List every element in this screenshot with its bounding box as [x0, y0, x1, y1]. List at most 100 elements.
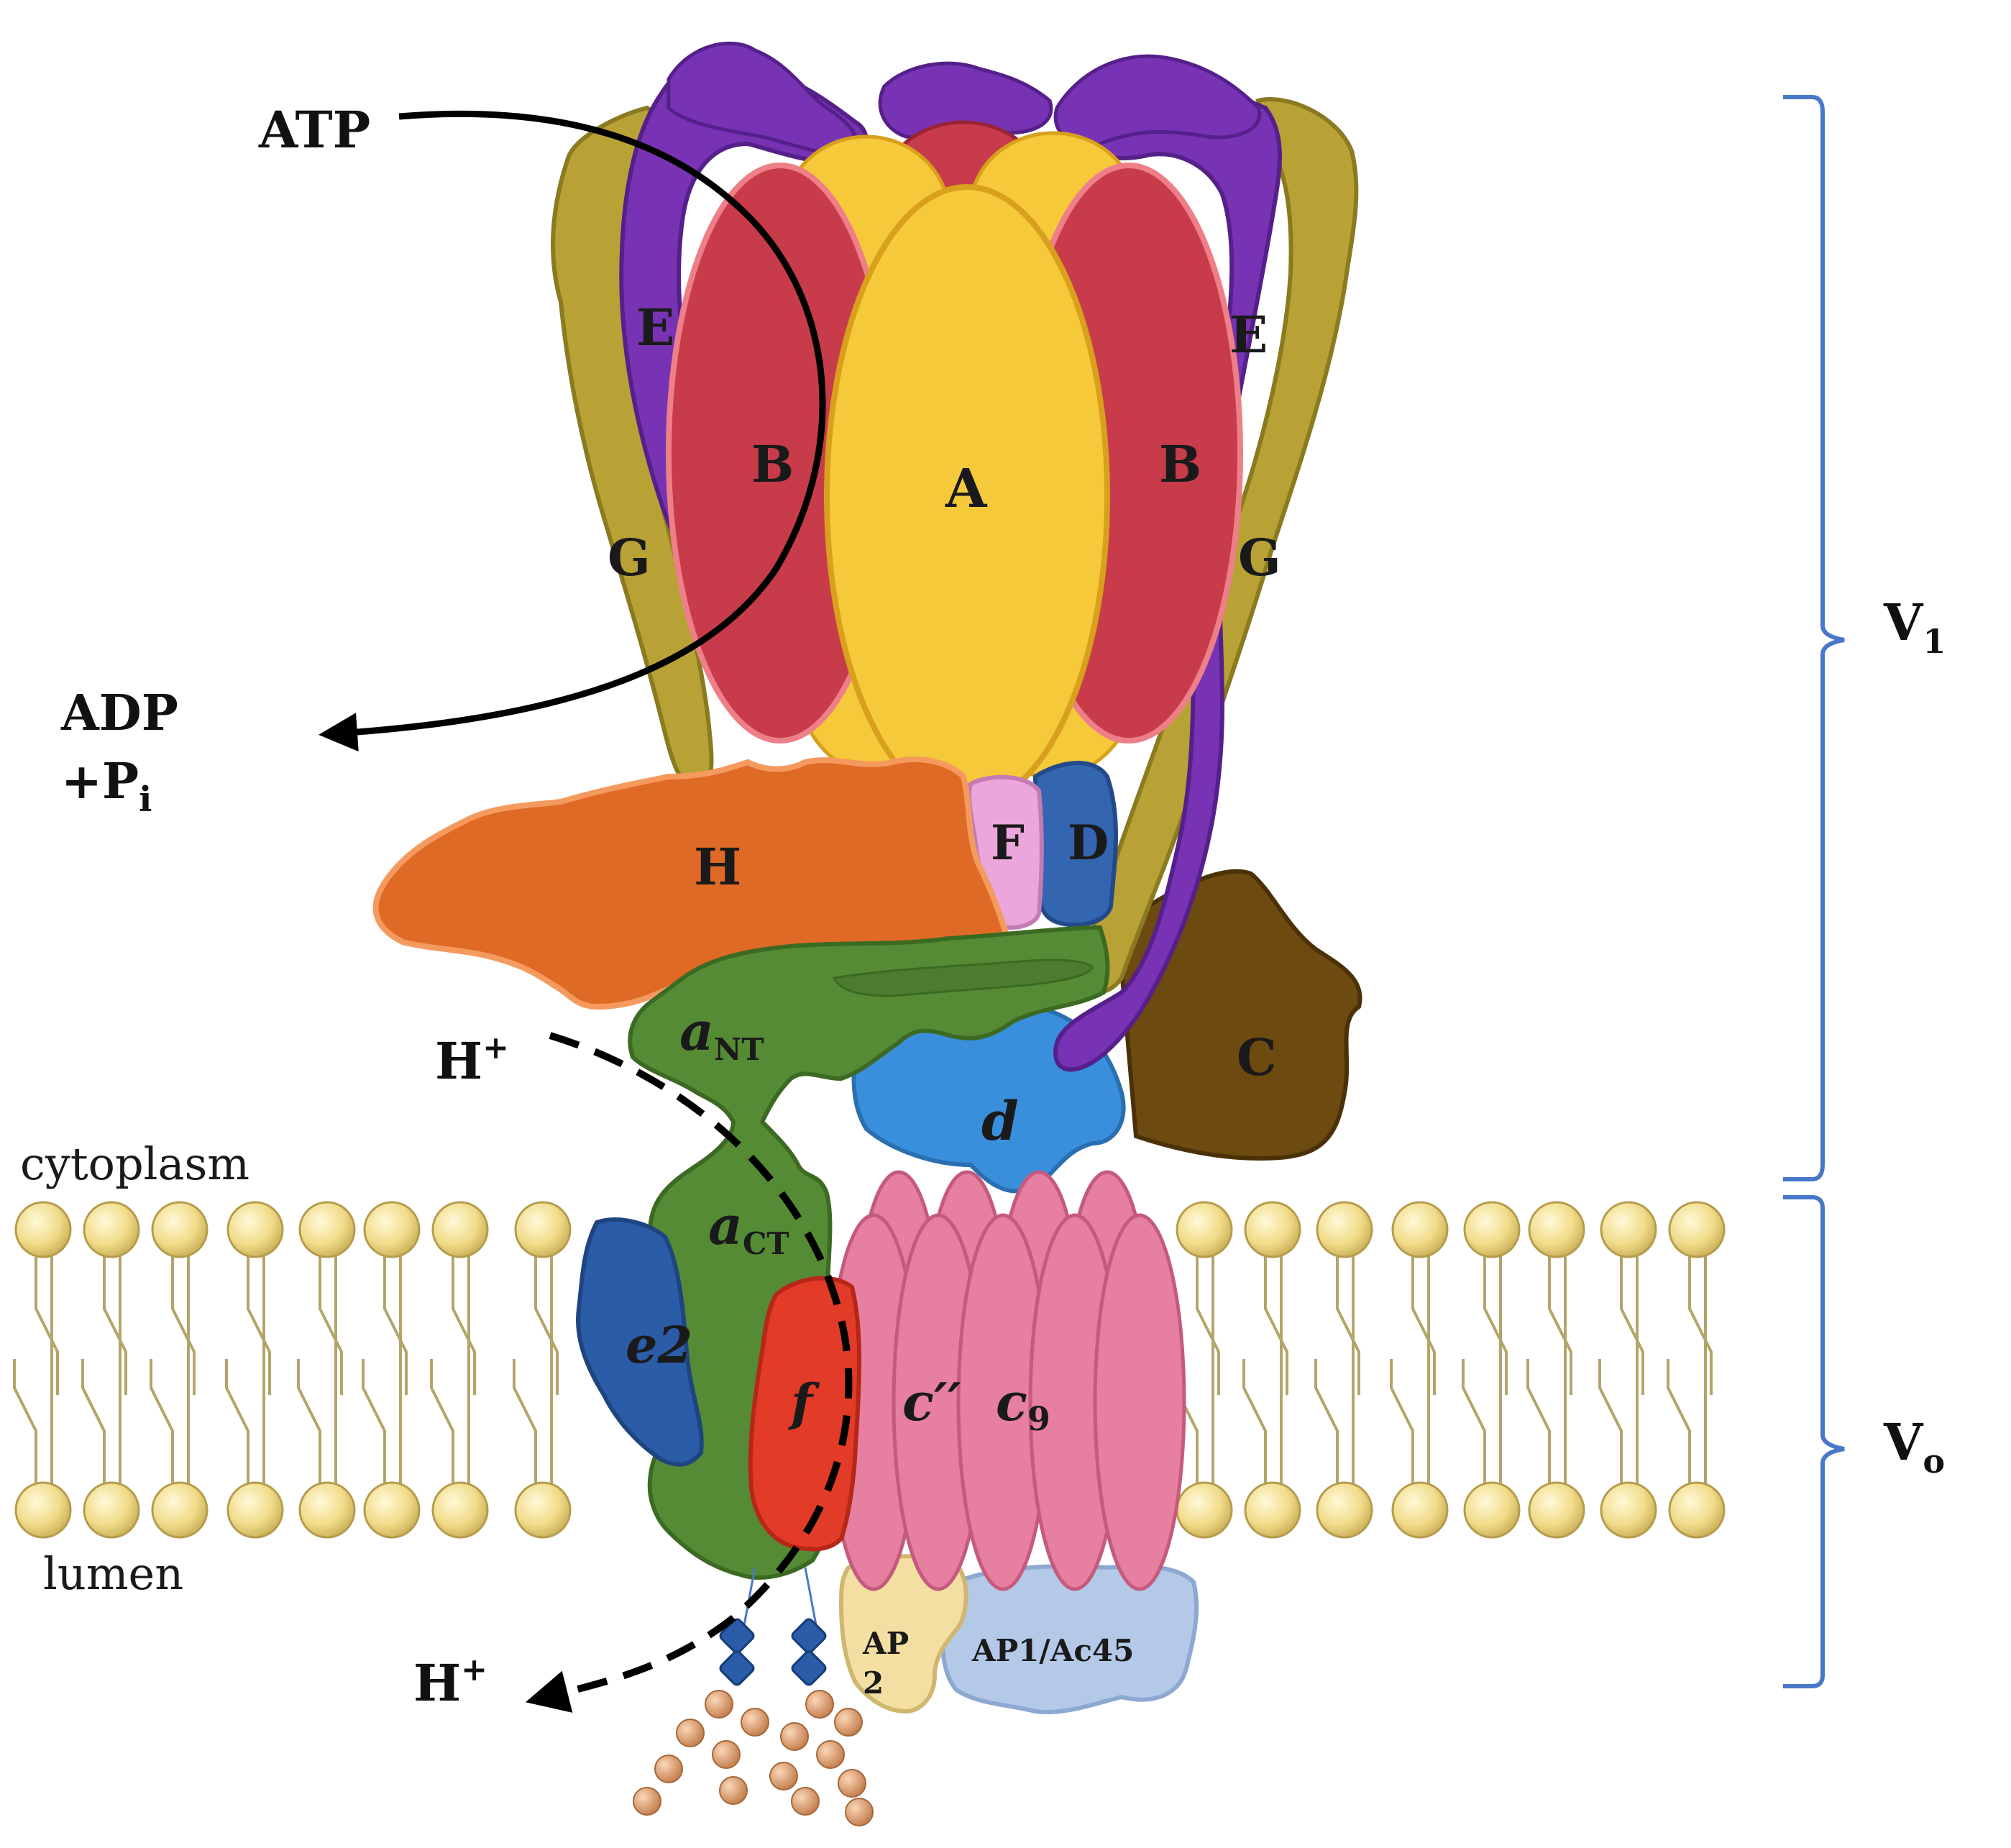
lipid-tail [1667, 1359, 1691, 1485]
lipid-tail [319, 1255, 343, 1395]
glycan-stem-left [743, 1567, 756, 1626]
lipid-tail [362, 1359, 386, 1485]
pi-prefix: +P [61, 753, 139, 810]
subunit-e-cap-right [1053, 54, 1262, 147]
subunit-g-right [1079, 97, 1359, 994]
glycan-bead [654, 1755, 683, 1783]
lipid-head [14, 1201, 72, 1258]
atp-label: ATP [258, 100, 370, 160]
lipid-tail [1548, 1255, 1572, 1395]
glycan-bead [805, 1690, 834, 1719]
lipid-tail [534, 1255, 559, 1395]
lipid-head [83, 1201, 140, 1258]
lipid-tail [1688, 1255, 1713, 1395]
lipid-head [226, 1201, 284, 1258]
lipid-molecule [150, 1201, 209, 1539]
lipid-tail [13, 1359, 37, 1485]
glycan-bead [845, 1798, 874, 1826]
glycan-block [791, 1618, 827, 1654]
lipid-tail [103, 1255, 127, 1395]
label-a: A [945, 458, 988, 520]
lipid-head [514, 1201, 572, 1258]
label-ap2-line2: 2 [863, 1665, 884, 1701]
lipid-head [14, 1481, 72, 1539]
lipid-bilayer [13, 1201, 1726, 1539]
lipid-head [1668, 1481, 1726, 1539]
label-e-right: E [1229, 305, 1268, 365]
atp-hydrolysis-arrow [319, 110, 826, 752]
lipid-tail [452, 1255, 476, 1395]
v1-base: V [1883, 593, 1924, 652]
lipid-head [1391, 1481, 1449, 1539]
label-e-left: E [636, 298, 674, 357]
lipid-tail [150, 1359, 174, 1485]
glycan-bead [633, 1787, 661, 1816]
v1-bracket [1783, 95, 1845, 1181]
lipid-head [1463, 1481, 1521, 1539]
glycan-block [719, 1650, 755, 1686]
lipid-tail [383, 1255, 408, 1395]
label-b-left: B [751, 434, 794, 494]
subunit-e-cap-middle [878, 61, 1053, 140]
glycan-bead [719, 1776, 748, 1805]
lipid-tail [513, 1359, 537, 1485]
lipid-head [1668, 1201, 1726, 1258]
lipid-molecule [1314, 1201, 1373, 1539]
vo-label: Vo [1883, 1412, 1945, 1481]
label-c-double-prime: c′′ [902, 1371, 961, 1432]
pi-label: +Pi [61, 753, 152, 820]
lipid-tail [1390, 1359, 1414, 1485]
h-plus-bottom-label: H+ [413, 1652, 487, 1713]
lipid-head [1528, 1201, 1585, 1258]
lipid-tail [247, 1255, 271, 1395]
lipid-tail [81, 1359, 106, 1485]
glycan-bead [838, 1769, 866, 1798]
subunit-c-large [1115, 869, 1362, 1161]
label-e2: e2 [626, 1315, 692, 1375]
glycan-bead [712, 1740, 741, 1769]
glycan-bead [834, 1708, 863, 1737]
pi-subscript: i [139, 779, 152, 820]
lipid-molecule [430, 1201, 489, 1539]
subunit-ap1-ac45 [940, 1564, 1199, 1714]
vo-subscript: o [1923, 1442, 1945, 1481]
vo-bracket [1783, 1195, 1845, 1688]
subunit-e-right [1053, 63, 1282, 1072]
label-a-ct: aCT [708, 1195, 789, 1261]
cytoplasm-label: cytoplasm [20, 1138, 249, 1190]
glycan-bead [791, 1787, 820, 1816]
lipid-tail [1526, 1359, 1551, 1485]
c-ring [827, 1170, 1186, 1591]
lipid-tail [430, 1359, 454, 1485]
glycan-bead [816, 1740, 845, 1769]
lipid-head [1528, 1481, 1585, 1539]
lumen-label: lumen [43, 1547, 183, 1600]
lipid-head [83, 1481, 140, 1539]
lipid-head [363, 1481, 421, 1539]
a-ct-subscript: CT [743, 1226, 789, 1261]
lipid-head [1316, 1201, 1373, 1258]
h-plus-top-sup: + [482, 1030, 509, 1066]
glycan-bead-group-right [769, 1618, 874, 1826]
lipid-tail [1314, 1359, 1339, 1485]
lipid-molecule [1526, 1201, 1585, 1539]
glycan-block [791, 1650, 827, 1686]
lipid-tail [1598, 1359, 1623, 1485]
glycan-bead [780, 1722, 809, 1751]
label-a-nt: aNT [679, 1001, 764, 1067]
glycan-bead [705, 1690, 733, 1719]
subunit-e2-small [576, 1217, 704, 1467]
lipid-tail [1411, 1255, 1436, 1395]
lipid-head [1176, 1201, 1233, 1258]
h-plus-bottom-sup: + [461, 1652, 487, 1688]
lipid-head [1176, 1481, 1233, 1539]
lipid-molecule [13, 1201, 72, 1539]
a-nt-subscript: NT [714, 1032, 764, 1067]
lipid-head [151, 1201, 209, 1258]
lipid-molecule [1390, 1201, 1449, 1539]
v1-label: V1 [1883, 593, 1946, 661]
lipid-tail [1620, 1255, 1644, 1395]
lipid-tail [1242, 1359, 1267, 1485]
